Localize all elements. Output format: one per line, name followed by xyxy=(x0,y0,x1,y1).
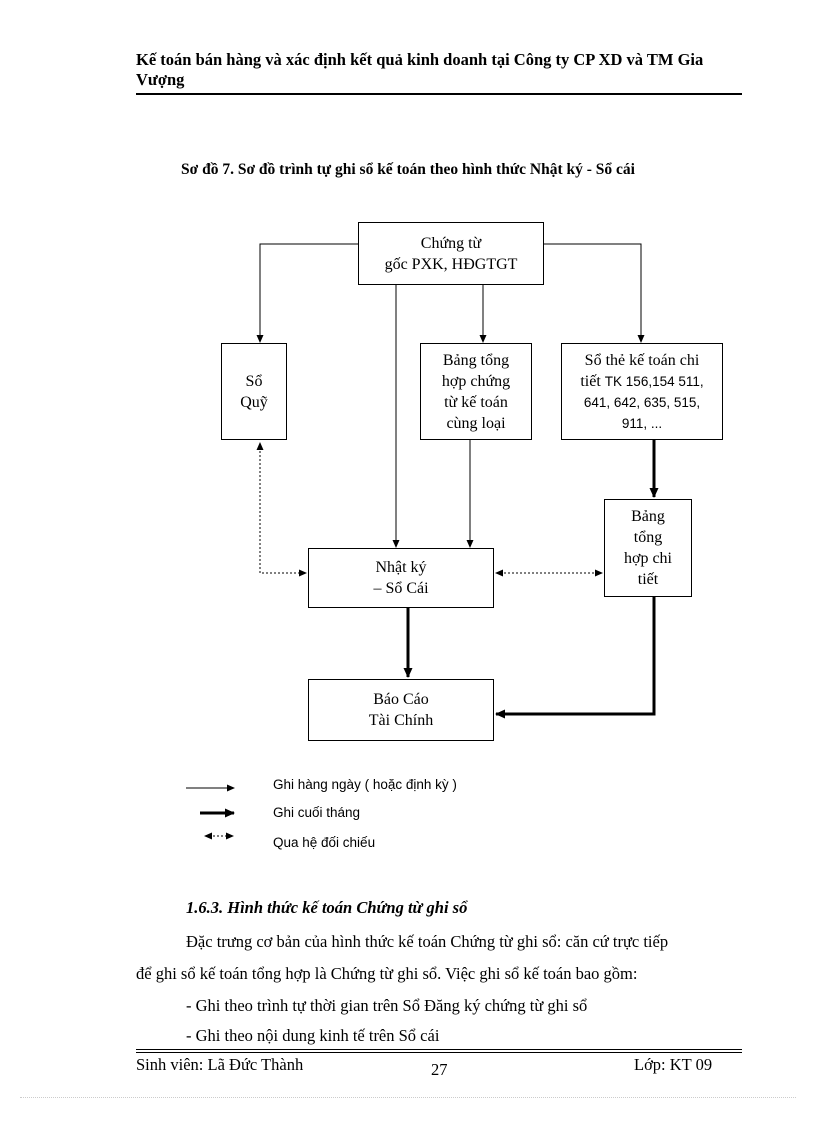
box-nhat-ky-so-cai: Nhật ký – Sổ Cái xyxy=(308,548,494,608)
box-stct-line3: 641, 642, 635, 515, xyxy=(583,394,701,410)
box-bthcti-line1: Bảng xyxy=(631,508,665,525)
legend-lines xyxy=(186,784,235,840)
box-chung-tu-goc: Chứng từ gốc PXK, HĐGTGT xyxy=(358,222,544,285)
box-chung-tu-line1: Chứng từ xyxy=(420,234,482,252)
page-bottom-border xyxy=(20,1097,796,1098)
box-bthcti-line3: hợp chi xyxy=(623,550,672,567)
footer-page-number: 27 xyxy=(431,1060,448,1079)
box-bang-tong-hop-chi-tiet: Bảng tổng hợp chi tiết xyxy=(604,499,692,597)
box-bthct-line2: hợp chứng xyxy=(441,372,511,390)
box-bthct-line3: từ kế toán xyxy=(444,393,508,411)
box-so-quy: Sổ Quỹ xyxy=(221,343,287,440)
box-bctc-line1: Báo Cáo xyxy=(373,691,429,708)
box-bthcti-line2: tổng xyxy=(633,529,663,546)
footer-student: Sinh viên: Lã Đức Thành xyxy=(136,1055,304,1074)
box-stct-line1: Sổ thẻ kế toán chi xyxy=(584,351,700,369)
legend-end-of-month-label: Ghi cuối tháng xyxy=(273,805,361,820)
box-nkcs-line1: Nhật ký xyxy=(375,559,427,576)
diagram-caption: Sơ đồ 7. Sơ đồ trình tự ghi sổ kế toán t… xyxy=(181,161,635,178)
arrows-cross-check xyxy=(256,442,603,577)
bullet-item-2: - Ghi theo nội dung kinh tế trên Sổ cái xyxy=(186,1026,440,1045)
footer-rule-bottom xyxy=(136,1052,742,1053)
legend-cross-check-label: Qua hệ đối chiếu xyxy=(273,835,376,850)
footer-rule-top xyxy=(136,1049,742,1050)
box-chung-tu-line2: gốc PXK, HĐGTGT xyxy=(384,255,518,273)
footer-class: Lớp: KT 09 xyxy=(634,1055,713,1074)
arrows-daily xyxy=(256,243,645,548)
box-stct-line4: 911, ... xyxy=(621,415,663,431)
box-nkcs-line2: – Sổ Cái xyxy=(373,580,429,597)
box-bthcti-line4: tiết xyxy=(637,571,659,588)
box-bthct-line1: Bảng tổng xyxy=(442,351,510,369)
box-bao-cao-tai-chinh: Báo Cáo Tài Chính xyxy=(308,679,494,741)
section-heading: 1.6.3. Hình thức kế toán Chứng từ ghi sổ xyxy=(186,898,468,917)
box-stct-line2a: tiết xyxy=(580,372,601,390)
paragraph-line-2: để ghi sổ kế toán tổng hợp là Chứng từ g… xyxy=(136,964,638,983)
box-stct-line2b: TK 156,154 511, xyxy=(604,373,704,389)
legend-daily-label: Ghi hàng ngày ( hoặc định kỳ ) xyxy=(273,777,457,792)
box-bang-tong-hop-chung-tu: Bảng tổng hợp chứng từ kế toán cùng loại xyxy=(420,343,532,440)
box-bctc-line2: Tài Chính xyxy=(368,712,434,729)
box-so-quy-line2: Quỹ xyxy=(240,393,268,411)
document-header-title: Kế toán bán hàng và xác định kết quả kin… xyxy=(136,50,704,89)
paragraph-line-1: Đặc trưng cơ bản của hình thức kế toán C… xyxy=(186,932,669,951)
header-rule xyxy=(136,93,742,95)
box-bthct-line4: cùng loại xyxy=(446,414,506,432)
box-so-quy-line1: Sổ xyxy=(245,372,263,390)
box-so-the-chi-tiet: Sổ thẻ kế toán chi tiết TK 156,154 511, … xyxy=(561,343,723,440)
bullet-item-1: - Ghi theo trình tự thời gian trên Sổ Đă… xyxy=(186,996,588,1015)
arrows-end-of-month xyxy=(403,440,659,719)
